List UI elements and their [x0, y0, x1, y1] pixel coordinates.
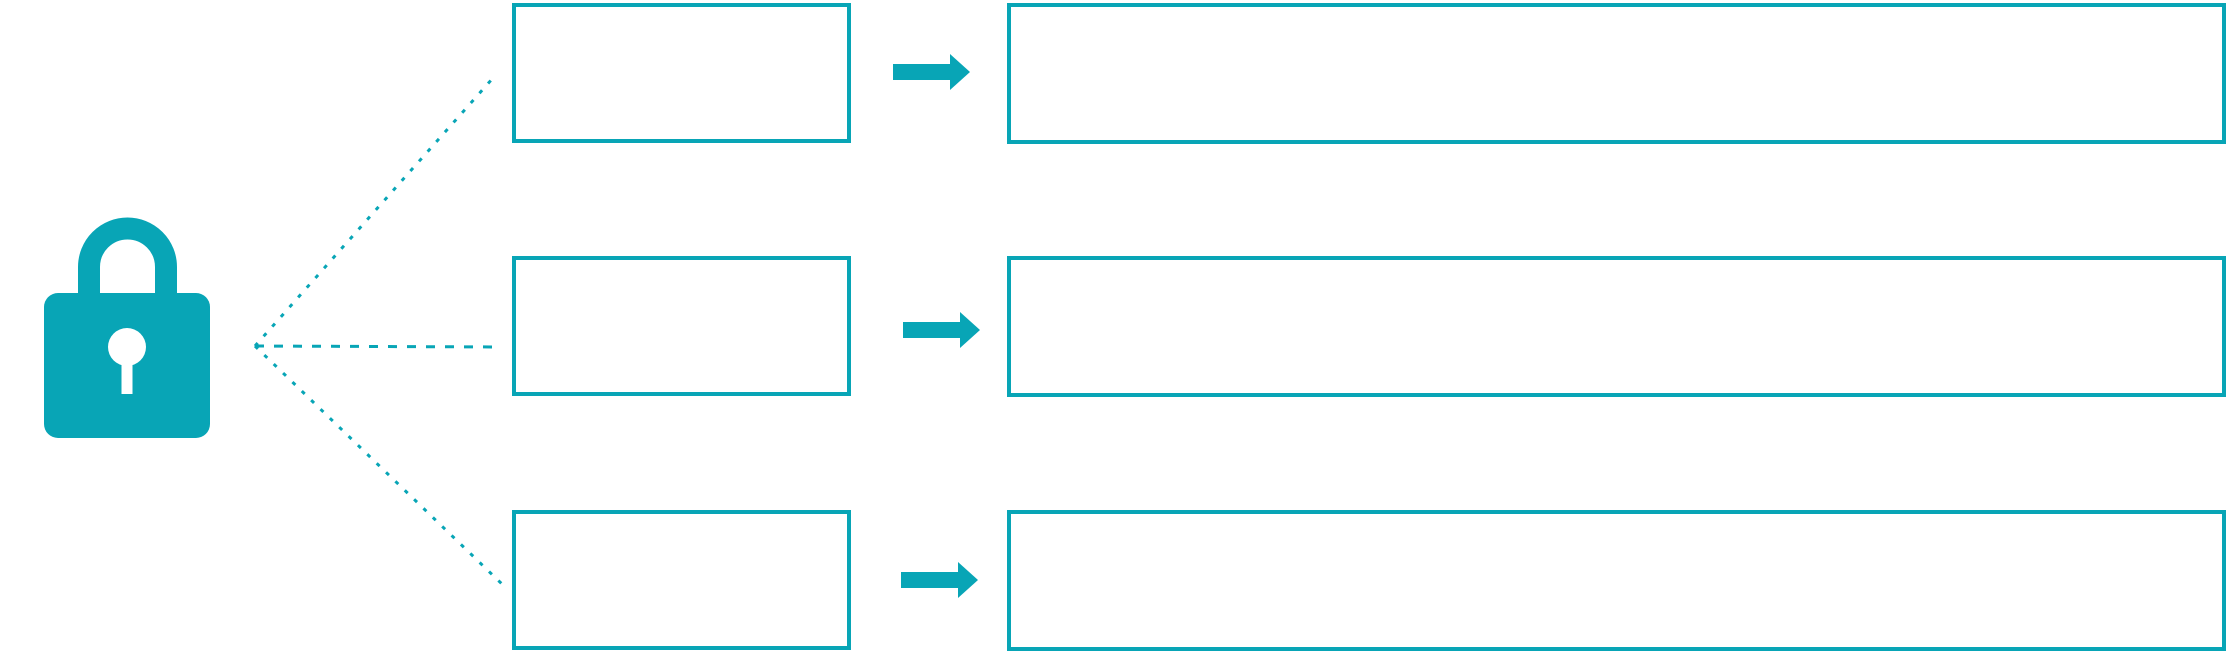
target-box-2	[1007, 256, 2226, 397]
padlock-shackle	[78, 217, 177, 303]
right-arrow-icon-2	[903, 312, 980, 348]
target-box-1	[1007, 3, 2226, 144]
padlock-keyhole-stem	[121, 347, 133, 394]
dotted-connector-line-bottom	[253, 344, 505, 587]
right-arrow-shape	[903, 312, 980, 348]
right-arrow-icon-3	[901, 562, 978, 598]
source-box-1	[512, 3, 851, 143]
right-arrow-icon-1	[893, 54, 970, 90]
target-box-3	[1007, 510, 2226, 651]
dotted-connector-line-middle	[254, 344, 501, 349]
dotted-connector-line-top	[253, 77, 495, 347]
right-arrow-shape	[901, 562, 978, 598]
padlock-icon	[44, 217, 210, 438]
source-box-2	[512, 256, 851, 396]
right-arrow-shape	[893, 54, 970, 90]
source-box-3	[512, 510, 851, 650]
